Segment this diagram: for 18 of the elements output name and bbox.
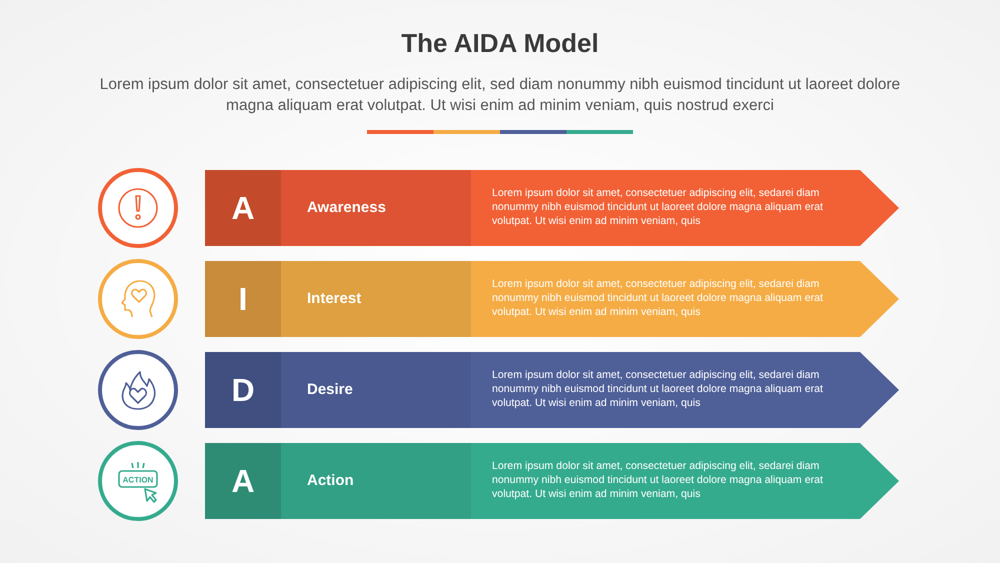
stage-description: Lorem ipsum dolor sit amet, consectetuer adipiscing elit, sedarei diam nonummy nibh euismod tincidunt ut laoreet dolore magna aliquam erat volutpat. Ut wisi enim ad minim veniam, quis	[492, 368, 824, 410]
arrow-banner	[205, 261, 899, 337]
arrow-banner	[205, 170, 899, 246]
stage-letter: D	[230, 371, 256, 410]
stage-letter: A	[230, 462, 256, 501]
stage-letter: I	[238, 280, 248, 319]
stage-description: Lorem ipsum dolor sit amet, consectetuer adipiscing elit, sedarei diam nonummy nibh euismod tincidunt ut laoreet dolore magna aliquam erat volutpat. Ut wisi enim ad minim veniam, quis	[492, 277, 824, 319]
stage-heading: Desire	[307, 380, 353, 400]
stage-heading: Action	[307, 471, 354, 491]
stage-description: Lorem ipsum dolor sit amet, consectetuer adipiscing elit, sedarei diam nonummy nibh euismod tincidunt ut laoreet dolore magna aliquam erat volutpat. Ut wisi enim ad minim veniam, quis	[492, 459, 824, 501]
title: The AIDA Model	[400, 28, 600, 59]
stage-heading: Interest	[307, 289, 362, 309]
subtitle: Lorem ipsum dolor sit amet, consectetuer adipiscing elit, sed diam nonummy nibh euismod tincidunt ut laoreet dolore magna aliquam erat volutpat. Ut wisi enim ad minim veniam, quis nostrud exerci	[98, 75, 902, 116]
arrow-banner	[205, 352, 899, 428]
stage-heading: Awareness	[307, 198, 386, 218]
stage-description: Lorem ipsum dolor sit amet, consectetuer adipiscing elit, sedarei diam nonummy nibh euismod tincidunt ut laoreet dolore magna aliquam erat volutpat. Ut wisi enim ad minim veniam, quis	[492, 186, 824, 228]
arrow-banner	[205, 443, 899, 519]
stage-letter: A	[230, 189, 256, 228]
